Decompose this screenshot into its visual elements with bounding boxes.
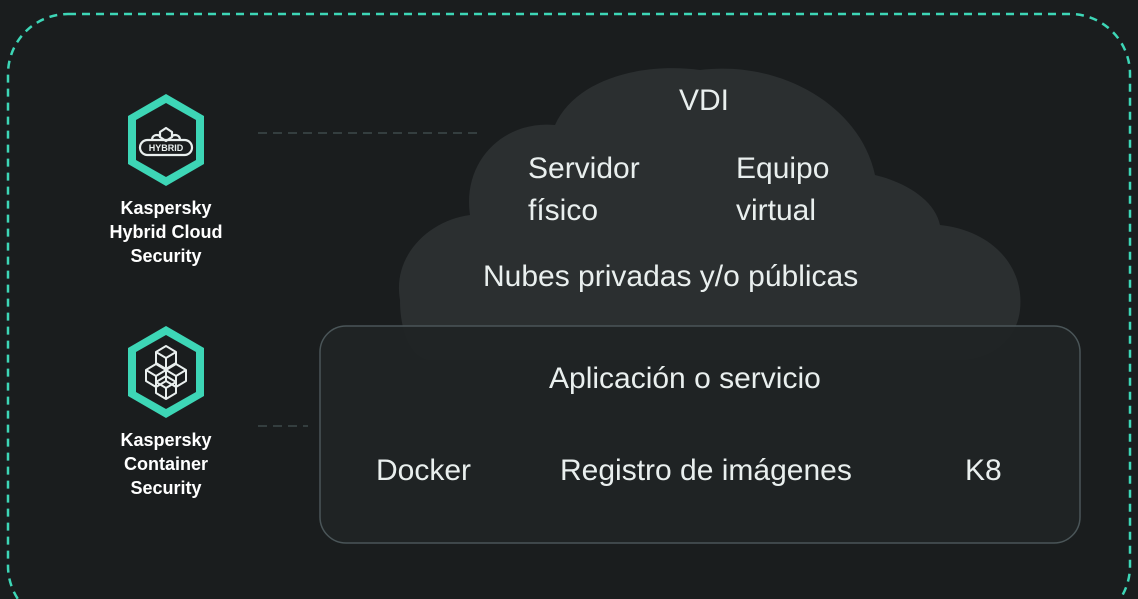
product-name-line: Security	[130, 246, 202, 266]
clouds-label: Nubes privadas y/o públicas	[483, 260, 859, 293]
virtual-machine-label: Equipo virtual	[736, 148, 829, 232]
docker-label: Docker	[376, 454, 472, 487]
app-service-title: Aplicación o servicio	[549, 362, 821, 395]
product-name-line: Container	[123, 454, 208, 474]
physical-server-line: Servidor	[528, 152, 640, 185]
outer-dashed-frame	[6, 12, 1132, 599]
app-service-box	[319, 325, 1081, 544]
image-registry-label: Registro de imágenes	[560, 454, 852, 487]
containers-cubes-icon	[128, 326, 204, 418]
virtual-machine-line: virtual	[736, 194, 817, 227]
product-container-security: Kaspersky Container Security	[96, 322, 236, 500]
physical-server-label: Servidor físico	[528, 148, 640, 232]
product-name-line: Hybrid Cloud	[109, 222, 223, 242]
physical-server-line: físico	[528, 194, 599, 227]
k8-label: K8	[965, 454, 1002, 487]
virtual-machine-line: Equipo	[736, 152, 830, 185]
vdi-label: VDI	[679, 84, 730, 117]
hybrid-badge-text: HYBRID	[149, 143, 184, 153]
cloud-shape	[398, 68, 1021, 360]
product-name: Kaspersky Container Security	[96, 428, 236, 500]
product-hybrid-cloud-security: HYBRID Kaspersky Hybrid Cloud Security	[96, 90, 236, 268]
product-name-line: Kaspersky	[120, 430, 212, 450]
product-name-line: Kaspersky	[120, 198, 212, 218]
hybrid-cloud-icon: HYBRID	[128, 94, 204, 186]
product-name: Kaspersky Hybrid Cloud Security	[96, 196, 236, 268]
product-name-line: Security	[130, 478, 202, 498]
